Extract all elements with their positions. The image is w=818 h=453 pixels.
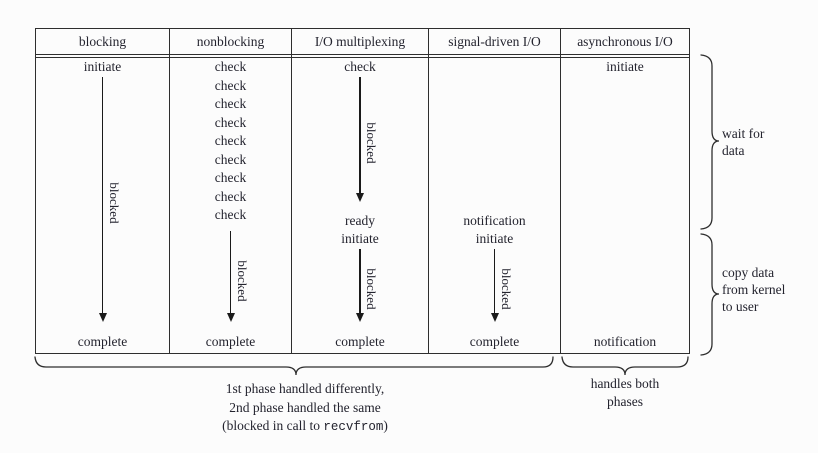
nonblocking-blocked-label: blocked (234, 260, 250, 302)
multiplexing-check-label: check (344, 59, 376, 74)
check-label: check (214, 114, 247, 130)
multiplexing-ready-label: ready (345, 213, 375, 228)
async-initiate-label: initiate (606, 59, 644, 74)
column-header-signal-driven: signal-driven I/O (429, 29, 560, 58)
column-header-multiplexing: I/O multiplexing (292, 29, 428, 58)
io-models-table: blocking initiate blocked complete nonbl… (35, 28, 690, 354)
check-label: check (214, 207, 247, 222)
figure-caption: 1st phase handled differently, 2nd phase… (115, 380, 495, 437)
arrow-shaft (493, 249, 496, 313)
wait-for-data-label: wait for data (722, 126, 765, 158)
caption-line-1: 1st phase handled differently, (225, 381, 385, 396)
signal-blocked-label: blocked (498, 268, 514, 310)
column-header-nonblocking: nonblocking (170, 29, 291, 58)
column-header-asynchronous: asynchronous I/O (561, 29, 689, 58)
column-body-signal-driven: notification initiate blocked complete (429, 58, 560, 353)
arrow-head-icon (356, 313, 364, 331)
arrow-shaft (359, 249, 361, 313)
caption-line-2: 2nd phase handled the same (229, 399, 381, 415)
arrow-head-icon (356, 193, 364, 211)
blocking-initiate-label: initiate (83, 59, 122, 74)
copy-data-label: copy data from kernel to user (722, 265, 786, 314)
async-notification-label: notification (593, 334, 657, 349)
multiplexing-complete-label: complete (335, 334, 385, 349)
column-header-blocking: blocking (36, 29, 169, 58)
caption-line-3: (blocked in call to recvfrom) (222, 418, 388, 434)
multiplexing-blocked-copy-label: blocked (364, 268, 379, 310)
blocking-blocked-label: blocked (106, 182, 122, 224)
check-label: check (214, 133, 247, 148)
nonblocking-blocked-arrow (226, 231, 235, 331)
arrow-shaft (359, 77, 361, 193)
signal-notification-label: notification (463, 213, 526, 228)
check-label: check (214, 77, 247, 93)
check-label: check (214, 188, 247, 204)
multiplexing-blocked-wait-label: blocked (364, 122, 379, 164)
column-blocking: blocking initiate blocked complete (36, 29, 169, 353)
column-multiplexing: I/O multiplexing check blocked ready ini… (291, 29, 428, 353)
arrow-head-icon (98, 313, 107, 331)
multiplexing-initiate-label: initiate (341, 231, 379, 246)
arrow-shaft (101, 77, 104, 313)
column-body-nonblocking: check check check check check check chec… (170, 58, 291, 353)
signal-copy-arrow (490, 249, 499, 331)
multiplexing-wait-arrow (356, 77, 365, 211)
check-label: check (214, 96, 247, 111)
arrow-head-icon (490, 313, 499, 331)
column-body-asynchronous: initiate notification (561, 58, 689, 353)
handles-both-phases-label: handles both phases (590, 376, 660, 409)
check-label: check (214, 151, 247, 167)
column-signal-driven: signal-driven I/O notification initiate … (428, 29, 560, 353)
wait-phase-brace (700, 54, 720, 230)
check-label: check (214, 170, 247, 185)
arrow-head-icon (226, 313, 235, 331)
column-nonblocking: nonblocking check check check check chec… (169, 29, 291, 353)
copy-phase-brace (700, 233, 720, 356)
signal-complete-label: complete (469, 334, 520, 349)
nonblocking-complete-label: complete (205, 334, 256, 349)
multiplexing-copy-arrow (356, 249, 365, 331)
signal-initiate-label: initiate (475, 231, 514, 246)
async-model-underbrace (561, 356, 689, 376)
recvfrom-code: recvfrom (323, 420, 384, 434)
blocking-blocked-arrow (98, 77, 107, 331)
nonblocking-check-list: check check check check check check chec… (170, 58, 291, 225)
first-four-models-underbrace (34, 356, 554, 376)
blocking-complete-label: complete (77, 334, 128, 349)
check-label: check (214, 59, 247, 74)
arrow-shaft (229, 231, 232, 313)
column-body-blocking: initiate blocked complete (36, 58, 169, 353)
column-asynchronous: asynchronous I/O initiate notification (560, 29, 689, 353)
column-body-multiplexing: check blocked ready initiate blocked com… (292, 58, 428, 353)
